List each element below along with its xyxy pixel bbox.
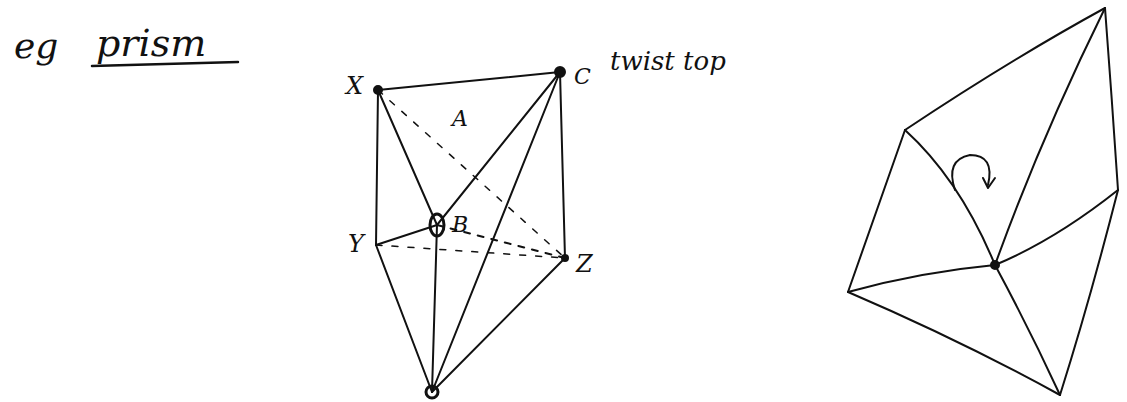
example-note: eg [14, 28, 58, 64]
note-text: twist top [610, 48, 726, 74]
vertex-label: B [452, 214, 468, 236]
vertex-label: C [574, 66, 591, 88]
vertex-label: X [346, 74, 363, 98]
vertex-label: Z [576, 252, 593, 276]
figure-title: prism [96, 24, 206, 62]
vertex-label: Y [348, 232, 364, 256]
face-label: A [452, 108, 468, 130]
